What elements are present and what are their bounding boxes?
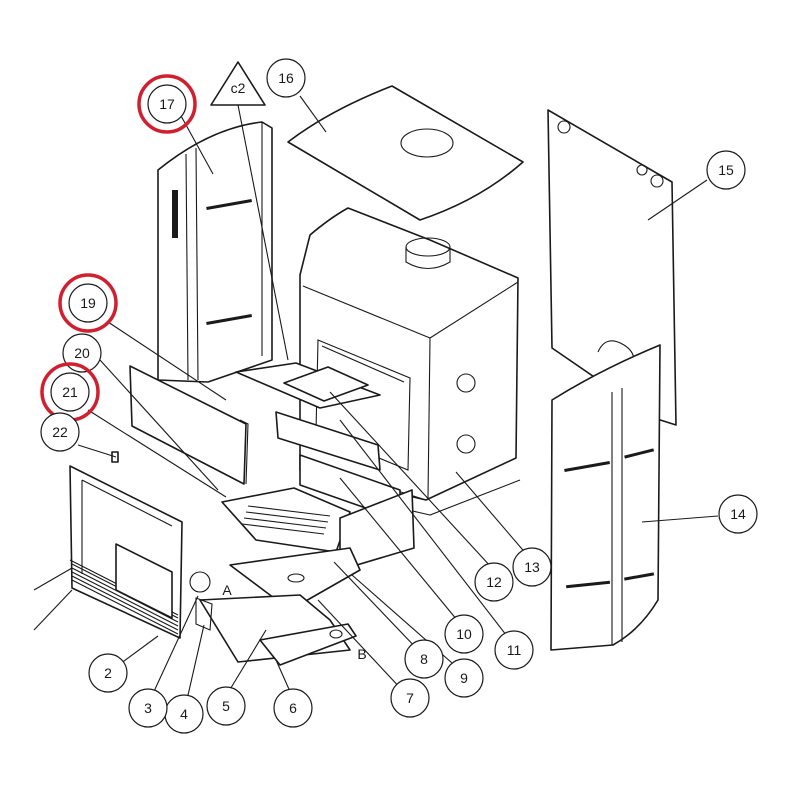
callout-11: 11 xyxy=(494,630,534,670)
grate-assembly xyxy=(221,487,415,571)
svg-text:13: 13 xyxy=(524,559,540,575)
callout-17-highlight xyxy=(137,74,197,134)
front-curved-panel xyxy=(550,344,661,651)
top-plate xyxy=(287,85,524,221)
svg-text:14: 14 xyxy=(730,506,746,522)
svg-text:2: 2 xyxy=(104,665,112,681)
callout-19-highlight xyxy=(58,273,118,333)
callout-16: 16 xyxy=(266,58,306,98)
callout-9: 9 xyxy=(444,658,484,698)
svg-text:9: 9 xyxy=(460,670,468,686)
callout-15: 15 xyxy=(706,150,746,190)
svg-text:8: 8 xyxy=(420,651,428,667)
bottom-plinth xyxy=(199,594,357,666)
c2-warning-triangle: c2 xyxy=(210,61,266,106)
callout-22: 22 xyxy=(40,412,80,452)
svg-text:17: 17 xyxy=(159,96,175,112)
reference-letter-a: A xyxy=(222,582,232,598)
c2-label: c2 xyxy=(231,80,246,96)
callout-5: 5 xyxy=(206,686,246,726)
svg-text:15: 15 xyxy=(718,162,734,178)
leader-lines xyxy=(33,95,719,705)
rear-side-panel xyxy=(547,109,677,426)
left-side-panel xyxy=(157,121,273,383)
svg-text:5: 5 xyxy=(222,698,230,714)
callout-21: 21 xyxy=(40,362,100,422)
base-frame xyxy=(229,547,361,611)
callout-4: 4 xyxy=(164,694,204,734)
callout-13: 13 xyxy=(512,547,552,587)
svg-text:11: 11 xyxy=(507,642,522,658)
svg-text:16: 16 xyxy=(278,70,294,86)
callout-10: 10 xyxy=(444,614,484,654)
callout-14: 14 xyxy=(718,494,758,534)
svg-text:7: 7 xyxy=(406,690,414,706)
svg-text:3: 3 xyxy=(144,700,152,716)
callout-17: 17 xyxy=(137,74,197,134)
svg-text:12: 12 xyxy=(486,574,502,590)
callout-6: 6 xyxy=(273,688,313,728)
svg-text:4: 4 xyxy=(180,706,188,722)
svg-text:10: 10 xyxy=(456,626,472,642)
door-hinge-parts xyxy=(189,571,213,631)
svg-text:21: 21 xyxy=(62,384,78,400)
callout-2: 2 xyxy=(88,653,128,693)
callout-12: 12 xyxy=(474,562,514,602)
callout-19: 19 xyxy=(58,273,118,333)
svg-text:19: 19 xyxy=(80,295,96,311)
svg-text:6: 6 xyxy=(289,700,297,716)
callout-3: 3 xyxy=(128,688,168,728)
front-firebrick-panel xyxy=(129,365,249,485)
callout-8: 8 xyxy=(404,639,444,679)
svg-text:22: 22 xyxy=(52,424,68,440)
svg-text:20: 20 xyxy=(74,345,90,361)
callout-7: 7 xyxy=(390,678,430,718)
inner-baffle-parts xyxy=(235,362,401,521)
door-frame xyxy=(69,465,183,639)
reference-letter-b: B xyxy=(357,646,366,662)
